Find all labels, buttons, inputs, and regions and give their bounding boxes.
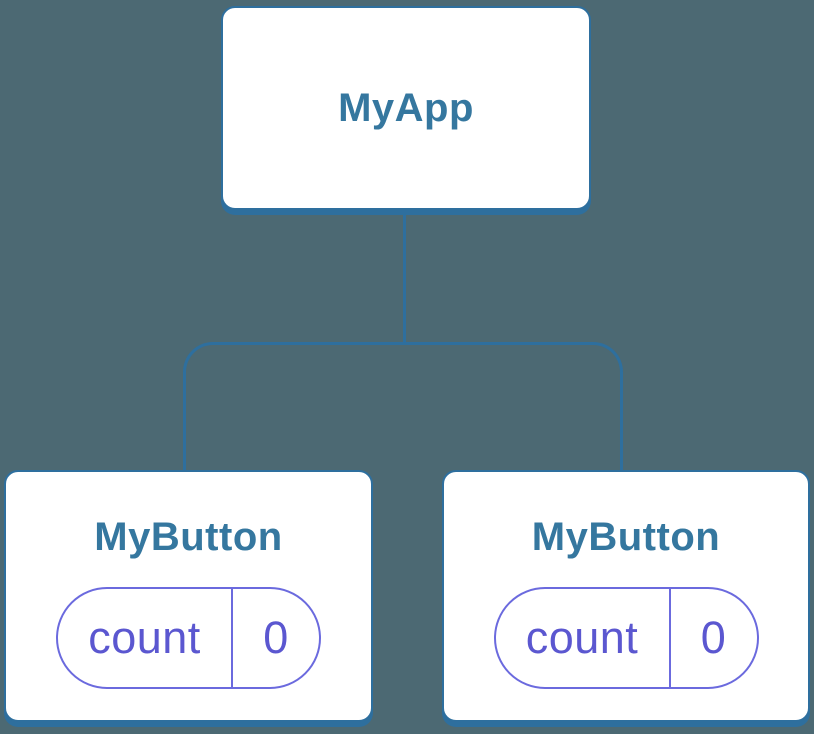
- myapp-node: MyApp: [221, 6, 591, 210]
- tree-connector-stem: [403, 213, 406, 344]
- state-pill-left: count 0: [56, 587, 321, 689]
- state-name-left: count: [88, 612, 201, 663]
- state-pill-divider-right: [668, 589, 671, 687]
- state-value-left: 0: [263, 612, 289, 663]
- state-pill-right: count 0: [493, 587, 759, 689]
- mybutton-right-label: MyButton: [531, 515, 721, 559]
- myapp-node-label: MyApp: [338, 86, 474, 130]
- mybutton-node-left: MyButton count 0: [4, 470, 373, 722]
- state-name-right: count: [525, 612, 639, 663]
- state-value-right: 0: [700, 612, 727, 663]
- tree-connector-bracket: [183, 342, 623, 470]
- mybutton-left-label: MyButton: [94, 515, 283, 559]
- mybutton-node-right: MyButton count 0: [442, 470, 810, 722]
- state-pill-divider-left: [231, 589, 233, 687]
